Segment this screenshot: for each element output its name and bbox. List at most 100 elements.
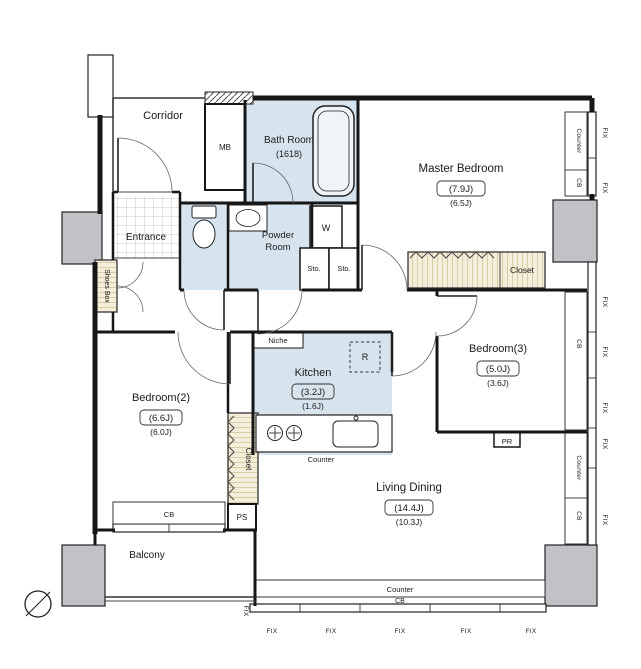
window-bottom xyxy=(249,603,547,613)
column-top-left xyxy=(87,54,114,118)
fix-window-label: FIX xyxy=(242,605,249,616)
master-closet xyxy=(407,251,546,289)
threshold-lines xyxy=(113,191,180,259)
kitchen-sink xyxy=(332,420,379,448)
bathtub-inner xyxy=(317,110,350,192)
column-left xyxy=(61,211,103,265)
bath-door-arc xyxy=(252,162,294,204)
powder-room-label-1: Powder xyxy=(262,230,294,241)
fix-window-label: FIX xyxy=(601,402,608,413)
fixtures xyxy=(191,105,393,453)
powder-room-label-2: Room xyxy=(265,242,290,253)
bottom-cabinet-label: CB xyxy=(395,598,405,605)
stove-burner-1 xyxy=(267,425,283,441)
closets xyxy=(94,251,546,505)
refrigerator-label: R xyxy=(362,352,369,362)
meter-box xyxy=(204,103,246,191)
master-area: (7.9J) xyxy=(449,184,473,195)
bedroom2-area-box xyxy=(139,409,183,426)
living-door-arc xyxy=(391,331,437,377)
kitchen-area: (3.2J) xyxy=(301,387,325,398)
bedroom3-door-arc xyxy=(436,295,478,337)
room-labels: Corridor MB Bath Room (1618) Master Bedr… xyxy=(103,110,535,605)
bedroom3-area-sub: (3.6J) xyxy=(487,378,509,388)
master-bedroom-label: Master Bedroom xyxy=(418,163,503,175)
bedroom2-cabinet xyxy=(112,501,226,525)
master-area-box xyxy=(436,180,486,197)
windows xyxy=(112,111,597,613)
door-arcs xyxy=(116,137,478,385)
pipe-space-box xyxy=(227,503,257,531)
storage-1-label: Sto. xyxy=(307,264,320,273)
storage-2-label: Sto. xyxy=(337,264,350,273)
niche-label: Niche xyxy=(268,336,287,345)
vanity-basin xyxy=(235,209,261,227)
fix-window-label: FIX xyxy=(460,628,471,635)
walls xyxy=(92,95,595,606)
master-closet-folding-door xyxy=(409,251,495,259)
service-boxes xyxy=(204,103,521,531)
fix-window-label: FIX xyxy=(601,296,608,307)
window-right-main xyxy=(587,261,597,546)
bath-size-label: (1618) xyxy=(276,149,302,159)
shoes-box-door-arcs xyxy=(116,261,144,313)
fix-window-label: FIX xyxy=(601,438,608,449)
bedroom2-closet-label: Closet xyxy=(244,448,253,471)
meter-box-label: MB xyxy=(219,143,231,152)
washer-label: W xyxy=(322,223,331,233)
bedroom2-area-sub: (6.0J) xyxy=(150,427,172,437)
right-cb-top-label: CB xyxy=(575,178,582,188)
fix-window-label: FIX xyxy=(525,628,536,635)
column-bottom-right xyxy=(544,544,598,607)
bedroom3-label: Bedroom(3) xyxy=(469,343,527,355)
interior-walls xyxy=(93,98,587,606)
column-top-right xyxy=(552,199,598,263)
right-counter-top-label: Counter xyxy=(575,128,582,154)
bedroom2-area: (6.6J) xyxy=(149,413,173,424)
bedroom3-window-cabinet xyxy=(564,291,588,431)
fix-window-label: FIX xyxy=(601,514,608,525)
counter-strips xyxy=(112,111,588,598)
shoes-box-label: Shoes Box xyxy=(103,269,110,303)
entrance-label: Entrance xyxy=(126,232,166,243)
bedroom2-label: Bedroom(2) xyxy=(132,392,190,404)
fix-window-label: FIX xyxy=(601,127,608,138)
living-area-sub: (10.3J) xyxy=(396,517,423,527)
right-counter-bottom-label: Counter xyxy=(575,455,582,481)
exterior-walls xyxy=(92,95,595,534)
entrance-door-arc xyxy=(117,137,173,193)
column-bottom-left xyxy=(61,544,106,607)
fix-window-label: FIX xyxy=(266,628,277,635)
pipe-rack-label: PR xyxy=(502,437,513,446)
bedroom2-door-arc xyxy=(177,331,231,385)
bath-room-label: Bath Room xyxy=(264,135,314,146)
fix-window-label: FIX xyxy=(394,628,405,635)
bedroom3-area: (5.0J) xyxy=(486,364,510,375)
kitchen-counter-label: Counter xyxy=(308,455,335,464)
pipe-space-label: PS xyxy=(237,513,248,522)
fix-window-label: FIX xyxy=(601,182,608,193)
fix-window-label: FIX xyxy=(601,346,608,357)
fix-window-label: FIX xyxy=(325,628,336,635)
living-window-counter xyxy=(564,431,588,545)
right-cb-mid-label: CB xyxy=(575,339,582,349)
powder-door-arc xyxy=(257,289,303,335)
compass-icon xyxy=(24,590,52,618)
balcony-label: Balcony xyxy=(129,550,165,561)
toilet-bowl xyxy=(192,219,216,249)
living-dining-label: Living Dining xyxy=(376,482,442,494)
kitchen-area-box xyxy=(291,383,335,400)
bottom-counter-label: Counter xyxy=(387,585,414,594)
kitchen-area-sub: (1.6J) xyxy=(302,401,324,411)
bedroom2-cabinet-label: CB xyxy=(164,510,174,519)
edge-labels: Counter CB CB Counter CB FIX FIX FIX FIX… xyxy=(242,127,608,635)
living-area-box xyxy=(384,499,434,516)
master-closet-label: Closet xyxy=(510,265,535,275)
corridor-label: Corridor xyxy=(143,110,183,122)
toilet-door-arc xyxy=(183,289,225,331)
corridor-walls xyxy=(112,97,205,192)
bedroom3-area-box xyxy=(476,360,520,377)
master-area-sub: (6.5J) xyxy=(450,198,472,208)
